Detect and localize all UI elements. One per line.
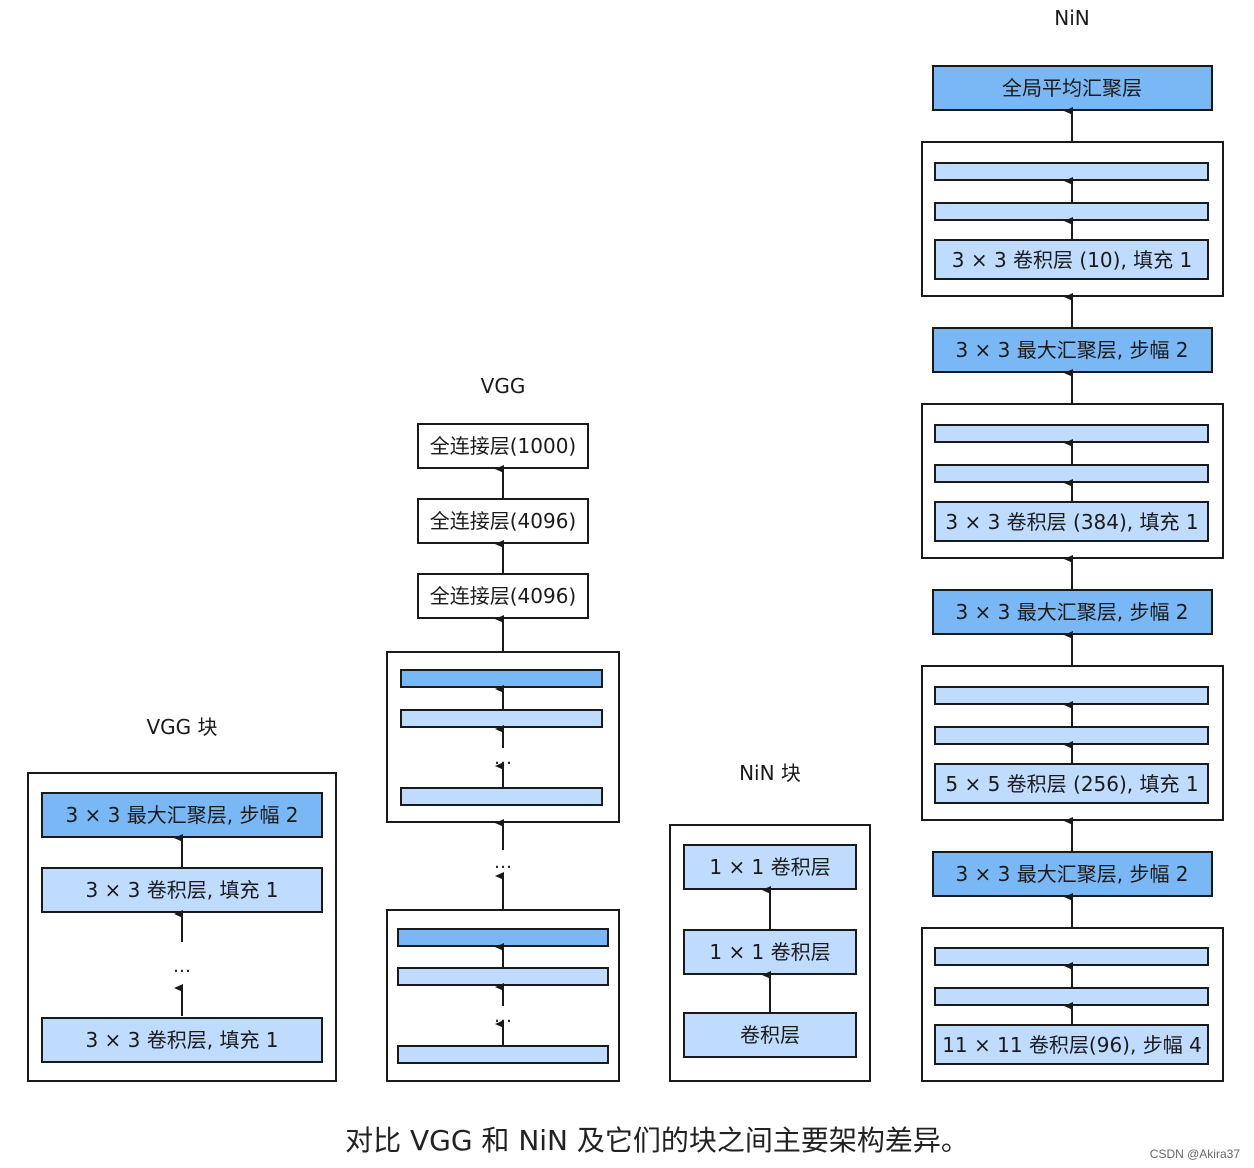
nin-title: NiN xyxy=(1054,6,1089,30)
nin-block-1-conv xyxy=(934,1024,1209,1065)
vgg-upper-conv-bottom xyxy=(400,787,603,806)
vgg-between-ellipsis: … xyxy=(494,852,512,873)
vgg-fc-4096-b xyxy=(417,573,589,619)
nin-block-column: NiN 块 1 × 1 卷积层 1 × 1 卷积层 卷积层 xyxy=(669,761,871,1082)
nin-block-4-conv1x1-top xyxy=(934,162,1209,181)
nin-pool-2-label: 3 × 3 最大汇聚层, 步幅 2 xyxy=(955,600,1188,624)
nin-pool-3-label: 3 × 3 最大汇聚层, 步幅 2 xyxy=(955,338,1188,362)
vgg-fc-1000-label: 全连接层(1000) xyxy=(430,434,577,458)
vgg-block-title: VGG 块 xyxy=(146,715,217,739)
nin-block-4-conv1x1-mid xyxy=(934,202,1209,221)
nin-block-conv1x1-top xyxy=(683,844,857,890)
nin-pool-2 xyxy=(932,589,1213,635)
nin-block-conv xyxy=(683,1012,857,1058)
nin-gap-layer xyxy=(932,65,1213,111)
watermark: CSDN @Akira37 xyxy=(1150,1147,1241,1161)
nin-block-1-conv1x1-mid xyxy=(934,987,1209,1006)
vgg-upper-ellipsis: … xyxy=(494,748,512,769)
nin-block-conv1x1-mid xyxy=(683,929,857,975)
vgg-column: VGG 全连接层(1000) 全连接层(4096) 全连接层(4096) … …… xyxy=(386,374,620,1082)
nin-block-4-conv xyxy=(934,239,1209,280)
nin-block-3-conv1x1-top xyxy=(934,424,1209,443)
nin-column: NiN 全局平均汇聚层 3 × 3 卷积层 (10), 填充 1 3 × 3 最… xyxy=(921,6,1224,1082)
nin-gap-label: 全局平均汇聚层 xyxy=(1002,76,1142,100)
nin-conv-96-label: 11 × 11 卷积层(96), 步幅 4 xyxy=(942,1033,1202,1057)
vgg-fc-4096-b-label: 全连接层(4096) xyxy=(430,584,577,608)
vgg-lower-pool xyxy=(397,928,609,947)
nin-block-conv-label: 卷积层 xyxy=(740,1023,800,1047)
vgg-block-pool-label: 3 × 3 最大汇聚层, 步幅 2 xyxy=(65,803,298,827)
vgg-block-pool-layer xyxy=(41,792,323,838)
nin-block-3-conv1x1-mid xyxy=(934,464,1209,483)
vgg-upper-conv-top xyxy=(400,709,603,728)
nin-block-2-conv1x1-top xyxy=(934,686,1209,705)
nin-pool-1 xyxy=(932,851,1213,897)
nin-conv-10-label: 3 × 3 卷积层 (10), 填充 1 xyxy=(952,248,1193,272)
vgg-block-conv-bottom xyxy=(41,1017,323,1063)
vgg-title: VGG xyxy=(481,374,526,398)
vgg-block-conv-bottom-label: 3 × 3 卷积层, 填充 1 xyxy=(85,1028,278,1052)
nin-pool-1-label: 3 × 3 最大汇聚层, 步幅 2 xyxy=(955,862,1188,886)
nin-block-title: NiN 块 xyxy=(739,761,801,785)
vgg-lower-conv-bottom xyxy=(397,1045,609,1064)
nin-block-conv1x1-top-label: 1 × 1 卷积层 xyxy=(709,855,830,879)
vgg-fc-4096-a-label: 全连接层(4096) xyxy=(430,509,577,533)
nin-block-2-conv1x1-mid xyxy=(934,726,1209,745)
nin-conv-256-label: 5 × 5 卷积层 (256), 填充 1 xyxy=(945,772,1198,796)
nin-block-conv1x1-mid-label: 1 × 1 卷积层 xyxy=(709,940,830,964)
vgg-lower-ellipsis: … xyxy=(494,1006,512,1027)
nin-block-2-conv xyxy=(934,763,1209,804)
nin-conv-384-label: 3 × 3 卷积层 (384), 填充 1 xyxy=(945,510,1198,534)
vgg-upper-pool xyxy=(400,669,603,688)
vgg-block-ellipsis: … xyxy=(173,956,191,977)
nin-block-1-conv1x1-top xyxy=(934,947,1209,966)
vgg-lower-conv-top xyxy=(397,967,609,986)
vgg-block-column: VGG 块 3 × 3 最大汇聚层, 步幅 2 3 × 3 卷积层, 填充 1 … xyxy=(27,715,337,1082)
vgg-block-conv-top-label: 3 × 3 卷积层, 填充 1 xyxy=(85,878,278,902)
figure-caption: 对比 VGG 和 NiN 及它们的块之间主要架构差异。 xyxy=(345,1124,969,1157)
